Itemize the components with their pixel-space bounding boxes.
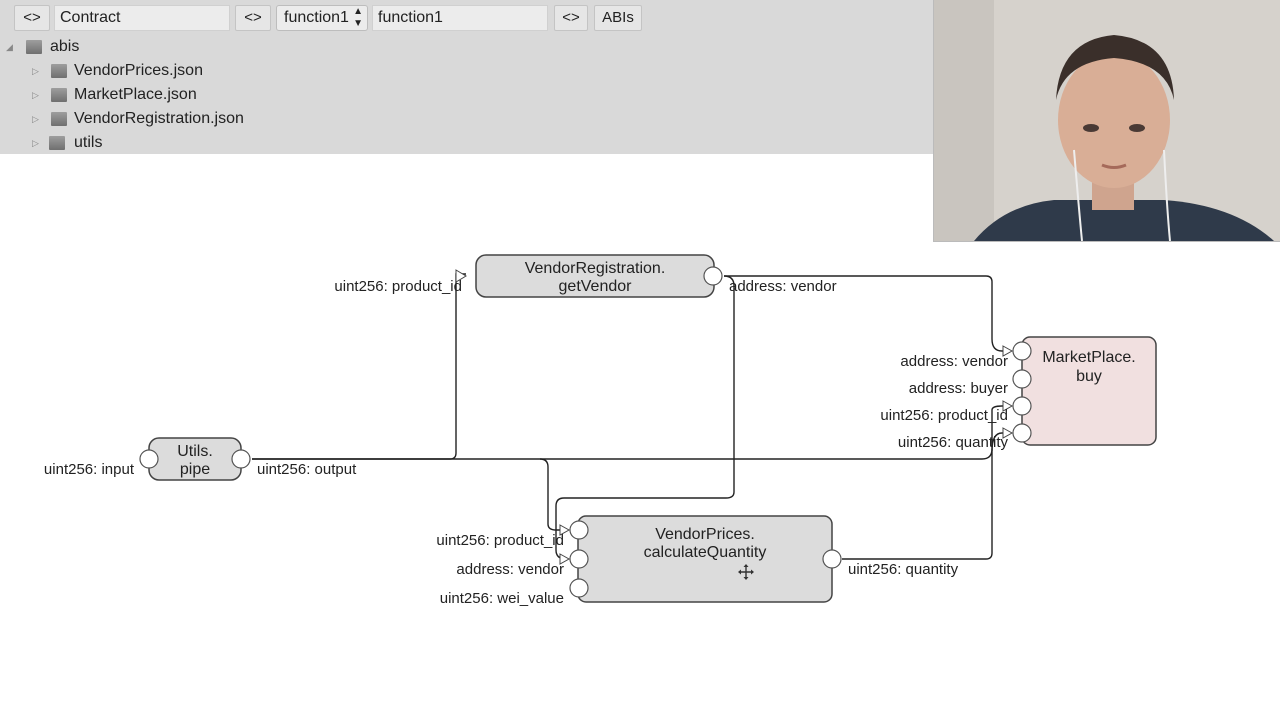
wire-getvendor-to-buy-vendor bbox=[724, 275, 1010, 352]
file-icon bbox=[51, 88, 67, 102]
code-toggle-button-3[interactable]: <> bbox=[554, 5, 588, 31]
folder-icon bbox=[26, 40, 42, 54]
node-vendor-registration[interactable]: VendorRegistration. getVendor uint256: p… bbox=[334, 254, 837, 298]
port-label: uint256: input bbox=[44, 461, 135, 478]
file-icon bbox=[51, 64, 67, 78]
input-arrow-icon bbox=[455, 269, 467, 283]
abis-button[interactable]: ABIs bbox=[594, 5, 642, 31]
port-label: address: vendor bbox=[456, 561, 564, 578]
node-title: VendorRegistration. bbox=[525, 260, 666, 277]
toolbar: <> <> function1 ▲▼ <> ABIs bbox=[0, 0, 1280, 36]
output-port[interactable] bbox=[703, 266, 723, 286]
node-title: calculateQuantity bbox=[644, 544, 767, 561]
input-port-vendor[interactable] bbox=[1012, 341, 1032, 361]
output-port[interactable] bbox=[231, 449, 251, 469]
input-port-product-id[interactable] bbox=[1012, 396, 1032, 416]
input-arrow-icon bbox=[559, 524, 571, 536]
node-vendor-prices[interactable]: VendorPrices. calculateQuantity uint256:… bbox=[436, 515, 959, 607]
input-arrow-icon bbox=[1002, 427, 1014, 439]
node-title: getVendor bbox=[559, 278, 633, 295]
node-title: buy bbox=[1076, 368, 1102, 385]
tree-item-label: VendorPrices.json bbox=[74, 62, 203, 79]
input-port-buyer[interactable] bbox=[1012, 369, 1032, 389]
wire-pipe-to-buy-quantity bbox=[252, 432, 1010, 460]
input-arrow-icon bbox=[559, 553, 571, 565]
port-label: uint256: product_id bbox=[880, 407, 1008, 424]
collapsed-triangle-icon[interactable]: ▷ bbox=[32, 114, 39, 124]
node-title: VendorPrices. bbox=[655, 526, 755, 543]
node-title: MarketPlace. bbox=[1042, 349, 1135, 366]
node-graph-canvas[interactable]: VendorRegistration. getVendor uint256: p… bbox=[0, 154, 1280, 720]
port-label: uint256: output bbox=[257, 461, 357, 478]
wire-pipe-to-getvendor bbox=[252, 273, 466, 460]
expanded-triangle-icon[interactable]: ◢ bbox=[6, 42, 13, 52]
port-label: uint256: quantity bbox=[848, 561, 959, 578]
node-marketplace-buy[interactable]: MarketPlace. buy address: vendor address… bbox=[880, 336, 1157, 451]
contract-name-input[interactable] bbox=[54, 5, 230, 31]
collapsed-triangle-icon[interactable]: ▷ bbox=[32, 138, 39, 148]
port-label: uint256: wei_value bbox=[440, 590, 564, 607]
file-icon bbox=[51, 112, 67, 126]
port-label: address: vendor bbox=[729, 278, 837, 295]
folder-icon bbox=[49, 136, 65, 150]
code-toggle-button-2[interactable]: <> bbox=[235, 5, 271, 31]
port-label: uint256: quantity bbox=[898, 434, 1009, 451]
tree-item-marketplace[interactable]: ▷ MarketPlace.json bbox=[0, 84, 300, 106]
select-arrows-icon: ▲▼ bbox=[353, 6, 363, 29]
wires bbox=[252, 273, 1010, 560]
input-arrow-icon bbox=[1002, 400, 1014, 412]
port-label: address: vendor bbox=[900, 353, 1008, 370]
tree-item-vendorregistration[interactable]: ▷ VendorRegistration.json bbox=[0, 108, 300, 130]
input-port-wei-value[interactable] bbox=[569, 578, 589, 598]
wire-pipe-to-calc-product bbox=[539, 458, 566, 531]
input-port-quantity[interactable] bbox=[1012, 423, 1032, 443]
tree-root-abis[interactable]: ◢ abis bbox=[0, 36, 200, 58]
tree-item-label: VendorRegistration.json bbox=[74, 110, 244, 127]
port-label: uint256: product_id bbox=[334, 278, 462, 295]
wire-calc-to-buy-quantity bbox=[842, 405, 1010, 560]
move-cursor-icon bbox=[738, 564, 754, 580]
collapsed-triangle-icon[interactable]: ▷ bbox=[32, 90, 39, 100]
tree-item-label: MarketPlace.json bbox=[74, 86, 197, 103]
tree-item-vendorprices[interactable]: ▷ VendorPrices.json bbox=[0, 60, 300, 82]
tree-item-label: abis bbox=[50, 38, 80, 55]
tree-item-label: utils bbox=[74, 134, 103, 151]
wire-getvendor-to-calc-vendor bbox=[555, 275, 735, 560]
function-name-input[interactable] bbox=[372, 5, 548, 31]
presenter-video bbox=[934, 0, 1280, 241]
function-select-value: function1 bbox=[284, 9, 349, 26]
input-port[interactable] bbox=[139, 449, 159, 469]
collapsed-triangle-icon[interactable]: ▷ bbox=[32, 66, 39, 76]
node-utils-pipe[interactable]: Utils. pipe uint256: input uint256: outp… bbox=[44, 437, 357, 481]
port-label: uint256: product_id bbox=[436, 532, 564, 549]
webcam-overlay bbox=[933, 0, 1280, 242]
input-port-vendor[interactable] bbox=[569, 549, 589, 569]
function-select[interactable]: function1 ▲▼ bbox=[276, 5, 368, 31]
tree-item-utils[interactable]: ▷ utils bbox=[0, 132, 300, 154]
port-label: address: buyer bbox=[909, 380, 1008, 397]
input-port-product-id[interactable] bbox=[569, 520, 589, 540]
output-port[interactable] bbox=[822, 549, 842, 569]
node-title: pipe bbox=[180, 461, 210, 478]
node-title: Utils. bbox=[177, 443, 213, 460]
input-arrow-icon bbox=[1002, 345, 1014, 357]
code-toggle-button[interactable]: <> bbox=[14, 5, 50, 31]
node-body[interactable] bbox=[1021, 336, 1157, 446]
